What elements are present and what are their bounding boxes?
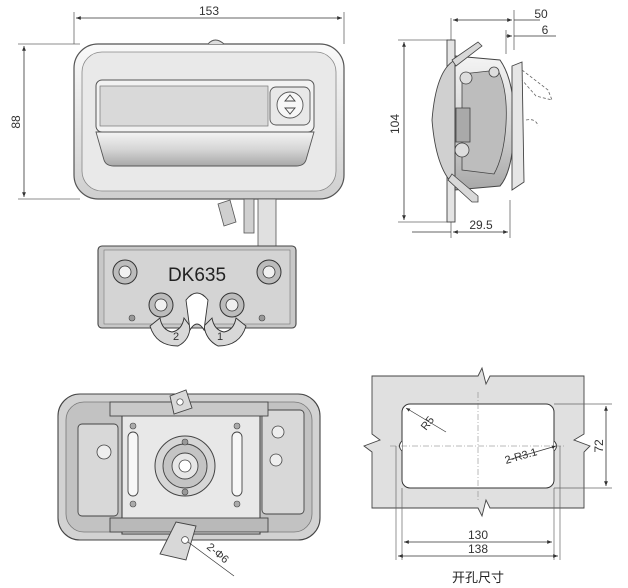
down-arrow-icon (284, 107, 296, 115)
front-height-label: 88 (9, 115, 23, 129)
cutout-view: R5 2-R3.1 72 130 138 开孔尺寸 (363, 366, 612, 586)
cutout-caption: 开孔尺寸 (452, 571, 504, 586)
cam-mark-right: 1 (217, 331, 223, 343)
front-width-dimension: 153 (73, 4, 345, 44)
cutout-outer-width-label: 138 (468, 542, 488, 556)
rear-view: 2-Φ6 (57, 389, 321, 577)
side-height-label: 104 (388, 114, 402, 134)
side-depth-label: 50 (534, 7, 548, 21)
cam-mark-left: 2 (173, 331, 179, 343)
cutout-height-label: 72 (592, 439, 606, 453)
rotary-cam-right (203, 317, 247, 347)
front-width-label: 153 (199, 4, 219, 18)
up-arrow-icon (284, 94, 296, 102)
rotary-cam-left (149, 316, 191, 347)
side-body-depth-label: 29.5 (469, 218, 493, 232)
side-view: 50 6 104 29.5 (388, 7, 556, 238)
model-label: DK635 (168, 265, 226, 286)
cutout-inner-width-label: 130 (468, 528, 488, 542)
front-height-dimension: 88 (9, 43, 80, 200)
front-view: 153 88 (9, 4, 345, 347)
latch-body: DK635 2 1 (97, 245, 297, 347)
side-flange-label: 6 (542, 23, 549, 37)
rear-hole-label: 2-Φ6 (204, 541, 231, 566)
